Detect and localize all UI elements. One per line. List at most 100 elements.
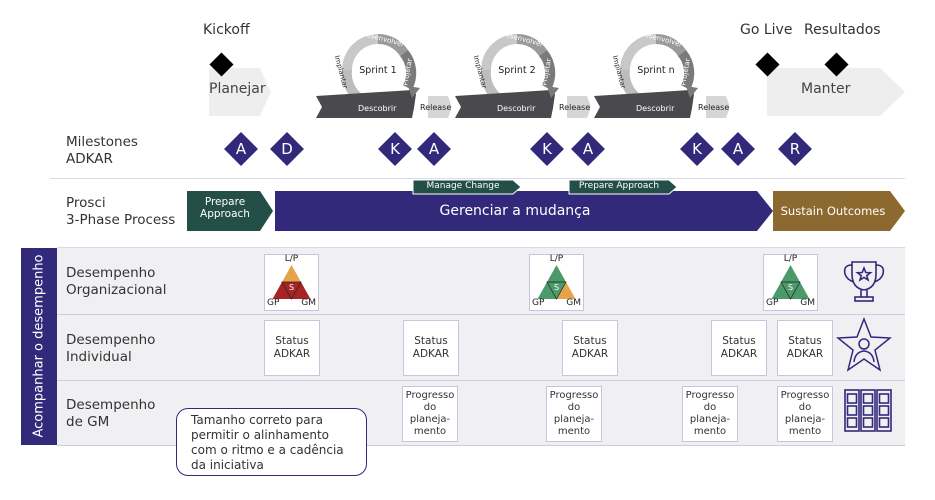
row-label-individual-line2: Individual <box>66 349 132 365</box>
prosci-row-label-line1: Prosci <box>66 195 106 211</box>
callout-note: Tamanho correto para permitir o alinhame… <box>176 408 367 476</box>
triangle-chart <box>272 265 311 300</box>
triangle-chart <box>537 265 576 300</box>
adkar-letter: A <box>582 140 594 158</box>
triangle-top-segment <box>282 265 301 282</box>
milestone-kickoff-label: Kickoff <box>203 22 250 38</box>
adkar-letter: K <box>390 140 400 158</box>
adkar-letter: A <box>428 140 440 158</box>
progress-line3: planeja- <box>784 414 826 425</box>
release-label: Release <box>559 103 591 112</box>
adkar-milestone-k: K <box>680 132 714 166</box>
prepare-approach-phase <box>187 191 273 231</box>
stage-descobrir: Descobrir <box>358 104 397 113</box>
prepare-line1: Prepare <box>204 196 246 208</box>
row-label-org: Desempenho Organizacional <box>66 265 166 299</box>
divider <box>57 445 905 446</box>
sprint-cycle-graphic <box>316 33 451 118</box>
callout-line4: da iniciativa <box>191 458 264 472</box>
sub-prepare-approach-label: Prepare Approach <box>578 181 660 191</box>
sprint-name: Sprint 1 <box>359 65 397 76</box>
adkar-letter: R <box>789 140 801 158</box>
row-label-org-line1: Desempenho <box>66 265 156 281</box>
sprint-name: Sprint 2 <box>498 65 536 76</box>
triangle-left-segment <box>537 282 557 299</box>
progress-line2: do <box>703 402 717 413</box>
status-box-line1: Status <box>275 335 309 347</box>
triangle-label-center: S <box>553 283 560 292</box>
progress-line4: mento <box>413 426 447 437</box>
divider <box>57 380 905 381</box>
adkar-milestone-a: A <box>571 132 605 166</box>
adkar-milestone-k: K <box>530 132 564 166</box>
progress-line1: Progresso <box>405 390 455 401</box>
status-box-line1: Status <box>722 335 756 347</box>
progress-line1: Progresso <box>549 390 599 401</box>
sub-manage-change-label: Manage Change <box>426 181 500 191</box>
triangle-label-top: L/P <box>783 254 798 264</box>
adkar-milestone-r: R <box>778 132 812 166</box>
manage-change-phase <box>275 191 773 231</box>
triangle-top-segment <box>781 265 800 282</box>
planejar-label: Planejar <box>209 81 266 97</box>
status-box-line2: ADKAR <box>571 348 609 360</box>
sprint-cycle-graphic <box>455 33 590 118</box>
triangle-right-segment <box>291 282 311 299</box>
progress-planning-box: Progresso do planeja- mento <box>402 386 458 442</box>
triangle-left-segment <box>272 282 292 299</box>
triangle-top-segment <box>547 265 566 282</box>
progress-line2: do <box>798 402 812 413</box>
progress-line3: planeja- <box>553 414 595 425</box>
adkar-row-label-line1: Milestones <box>66 134 138 150</box>
prepare-approach-label: Prepare Approach <box>190 196 260 220</box>
status-box-line2: ADKAR <box>720 348 758 360</box>
progress-line4: mento <box>693 426 727 437</box>
progress-line4: mento <box>788 426 822 437</box>
row-label-gm-line1: Desempenho <box>66 397 156 413</box>
stage-descobrir: Descobrir <box>636 104 675 113</box>
status-box-line2: ADKAR <box>412 348 450 360</box>
tracking-side-bar: Acompanhar o desempenho <box>21 248 57 445</box>
triangle-label-center: S <box>288 283 295 292</box>
manage-change-label: Gerenciar a mudança <box>439 203 591 219</box>
adkar-milestone-a: A <box>417 132 451 166</box>
sprint-name: Sprint n <box>637 65 675 76</box>
progress-planning-box: Progresso do planeja- mento <box>777 386 833 442</box>
adkar-letter: D <box>281 140 293 158</box>
triangle-label-center: S <box>787 283 794 292</box>
stage-descobrir: Descobrir <box>497 104 536 113</box>
triangle-center-segment <box>546 281 567 300</box>
status-box-line2: ADKAR <box>273 348 311 360</box>
adkar-letter: K <box>692 140 702 158</box>
triangle-label-right: GM <box>566 298 581 308</box>
org-performance-triangle: L/P S GP GM <box>763 254 818 311</box>
prepare-line2: Approach <box>200 208 250 220</box>
adkar-milestone-a: A <box>224 132 258 166</box>
triangle-center-segment <box>281 281 302 300</box>
row-label-gm: Desempenho de GM <box>66 397 155 431</box>
row-label-gm-line2: de GM <box>66 414 110 430</box>
release-label: Release <box>420 103 452 112</box>
row-label-individual: Desempenho Individual <box>66 332 155 366</box>
adkar-milestone-d: D <box>270 132 304 166</box>
sprint-cycle: Sprint n Desenvolver Projetar Implantar … <box>594 28 729 120</box>
planejar-phase: Planejar <box>209 68 271 116</box>
divider <box>57 314 905 315</box>
progress-line1: Progresso <box>780 390 830 401</box>
status-box-line2: ADKAR <box>786 348 824 360</box>
sprint-cycle: Sprint 2 Desenvolver Projetar Implantar … <box>455 28 590 120</box>
triangle-left-segment <box>771 282 791 299</box>
adkar-row-label: Milestones ADKAR <box>66 134 138 168</box>
adkar-letter: K <box>542 140 552 158</box>
triangle-label-left: GP <box>532 298 545 308</box>
adkar-row-label-line2: ADKAR <box>66 151 113 167</box>
adkar-letter: A <box>732 140 744 158</box>
triangle-label-left: GP <box>267 298 280 308</box>
triangle-right-segment <box>790 282 810 299</box>
adkar-milestone-k: K <box>378 132 412 166</box>
prosci-row-label-line2: 3-Phase Process <box>66 212 176 228</box>
sprint-cycle-graphic <box>594 33 729 118</box>
